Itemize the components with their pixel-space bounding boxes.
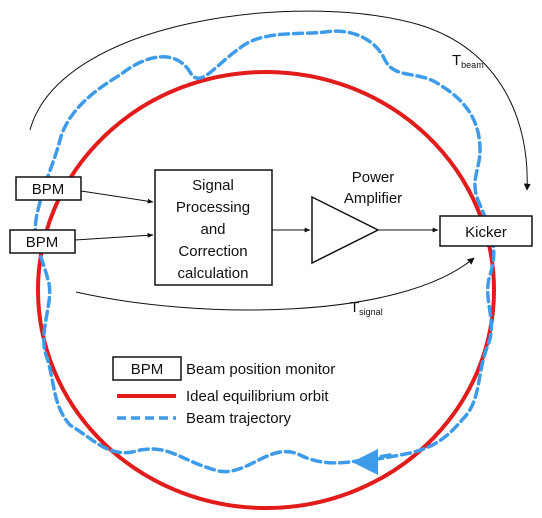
bpm-block-bottom: BPM: [9, 229, 76, 254]
processor-line-2: Processing: [176, 199, 250, 216]
legend-orbit-desc: Ideal equilibrium orbit: [186, 388, 329, 405]
kicker-label: Kicker: [465, 224, 507, 241]
processor-line-3: and: [200, 221, 225, 238]
legend: BPM Beam position monitor Ideal equilibr…: [112, 356, 335, 427]
legend-trajectory-desc: Beam trajectory: [186, 410, 292, 427]
bpm-top-label: BPM: [32, 181, 65, 198]
bpm-bottom-connector: [74, 232, 154, 241]
legend-bpm-symbol: [112, 356, 182, 381]
bpm-block-top: BPM: [15, 176, 82, 201]
amplifier-triangle: [311, 195, 380, 265]
t-beam-label: Tbeam: [452, 52, 484, 70]
t-signal-label: Tsignal: [350, 299, 383, 317]
ideal-orbit-circle: [36, 70, 496, 510]
kicker-block: Kicker: [439, 215, 533, 247]
t-beam-arrow: [29, 10, 531, 191]
bpm-top-connector: [80, 190, 154, 204]
processor-line-4: Correction: [178, 243, 247, 260]
beam-trajectory-path: [33, 29, 496, 474]
amplifier-line-1: Power: [352, 169, 395, 186]
processor-line-1: Signal: [192, 177, 234, 194]
trajectory-direction-arrow: [352, 449, 378, 475]
processor-line-5: calculation: [178, 265, 249, 282]
legend-bpm-symbol-text: BPM: [131, 361, 164, 378]
power-amplifier: Power Amplifier: [311, 169, 402, 265]
t-signal-arrow: [75, 257, 475, 311]
signal-processing-block: Signal Processing and Correction calcula…: [154, 169, 273, 286]
amplifier-line-2: Amplifier: [344, 190, 402, 207]
bpm-bottom-label: BPM: [26, 234, 59, 251]
legend-bpm-desc: Beam position monitor: [186, 361, 335, 378]
